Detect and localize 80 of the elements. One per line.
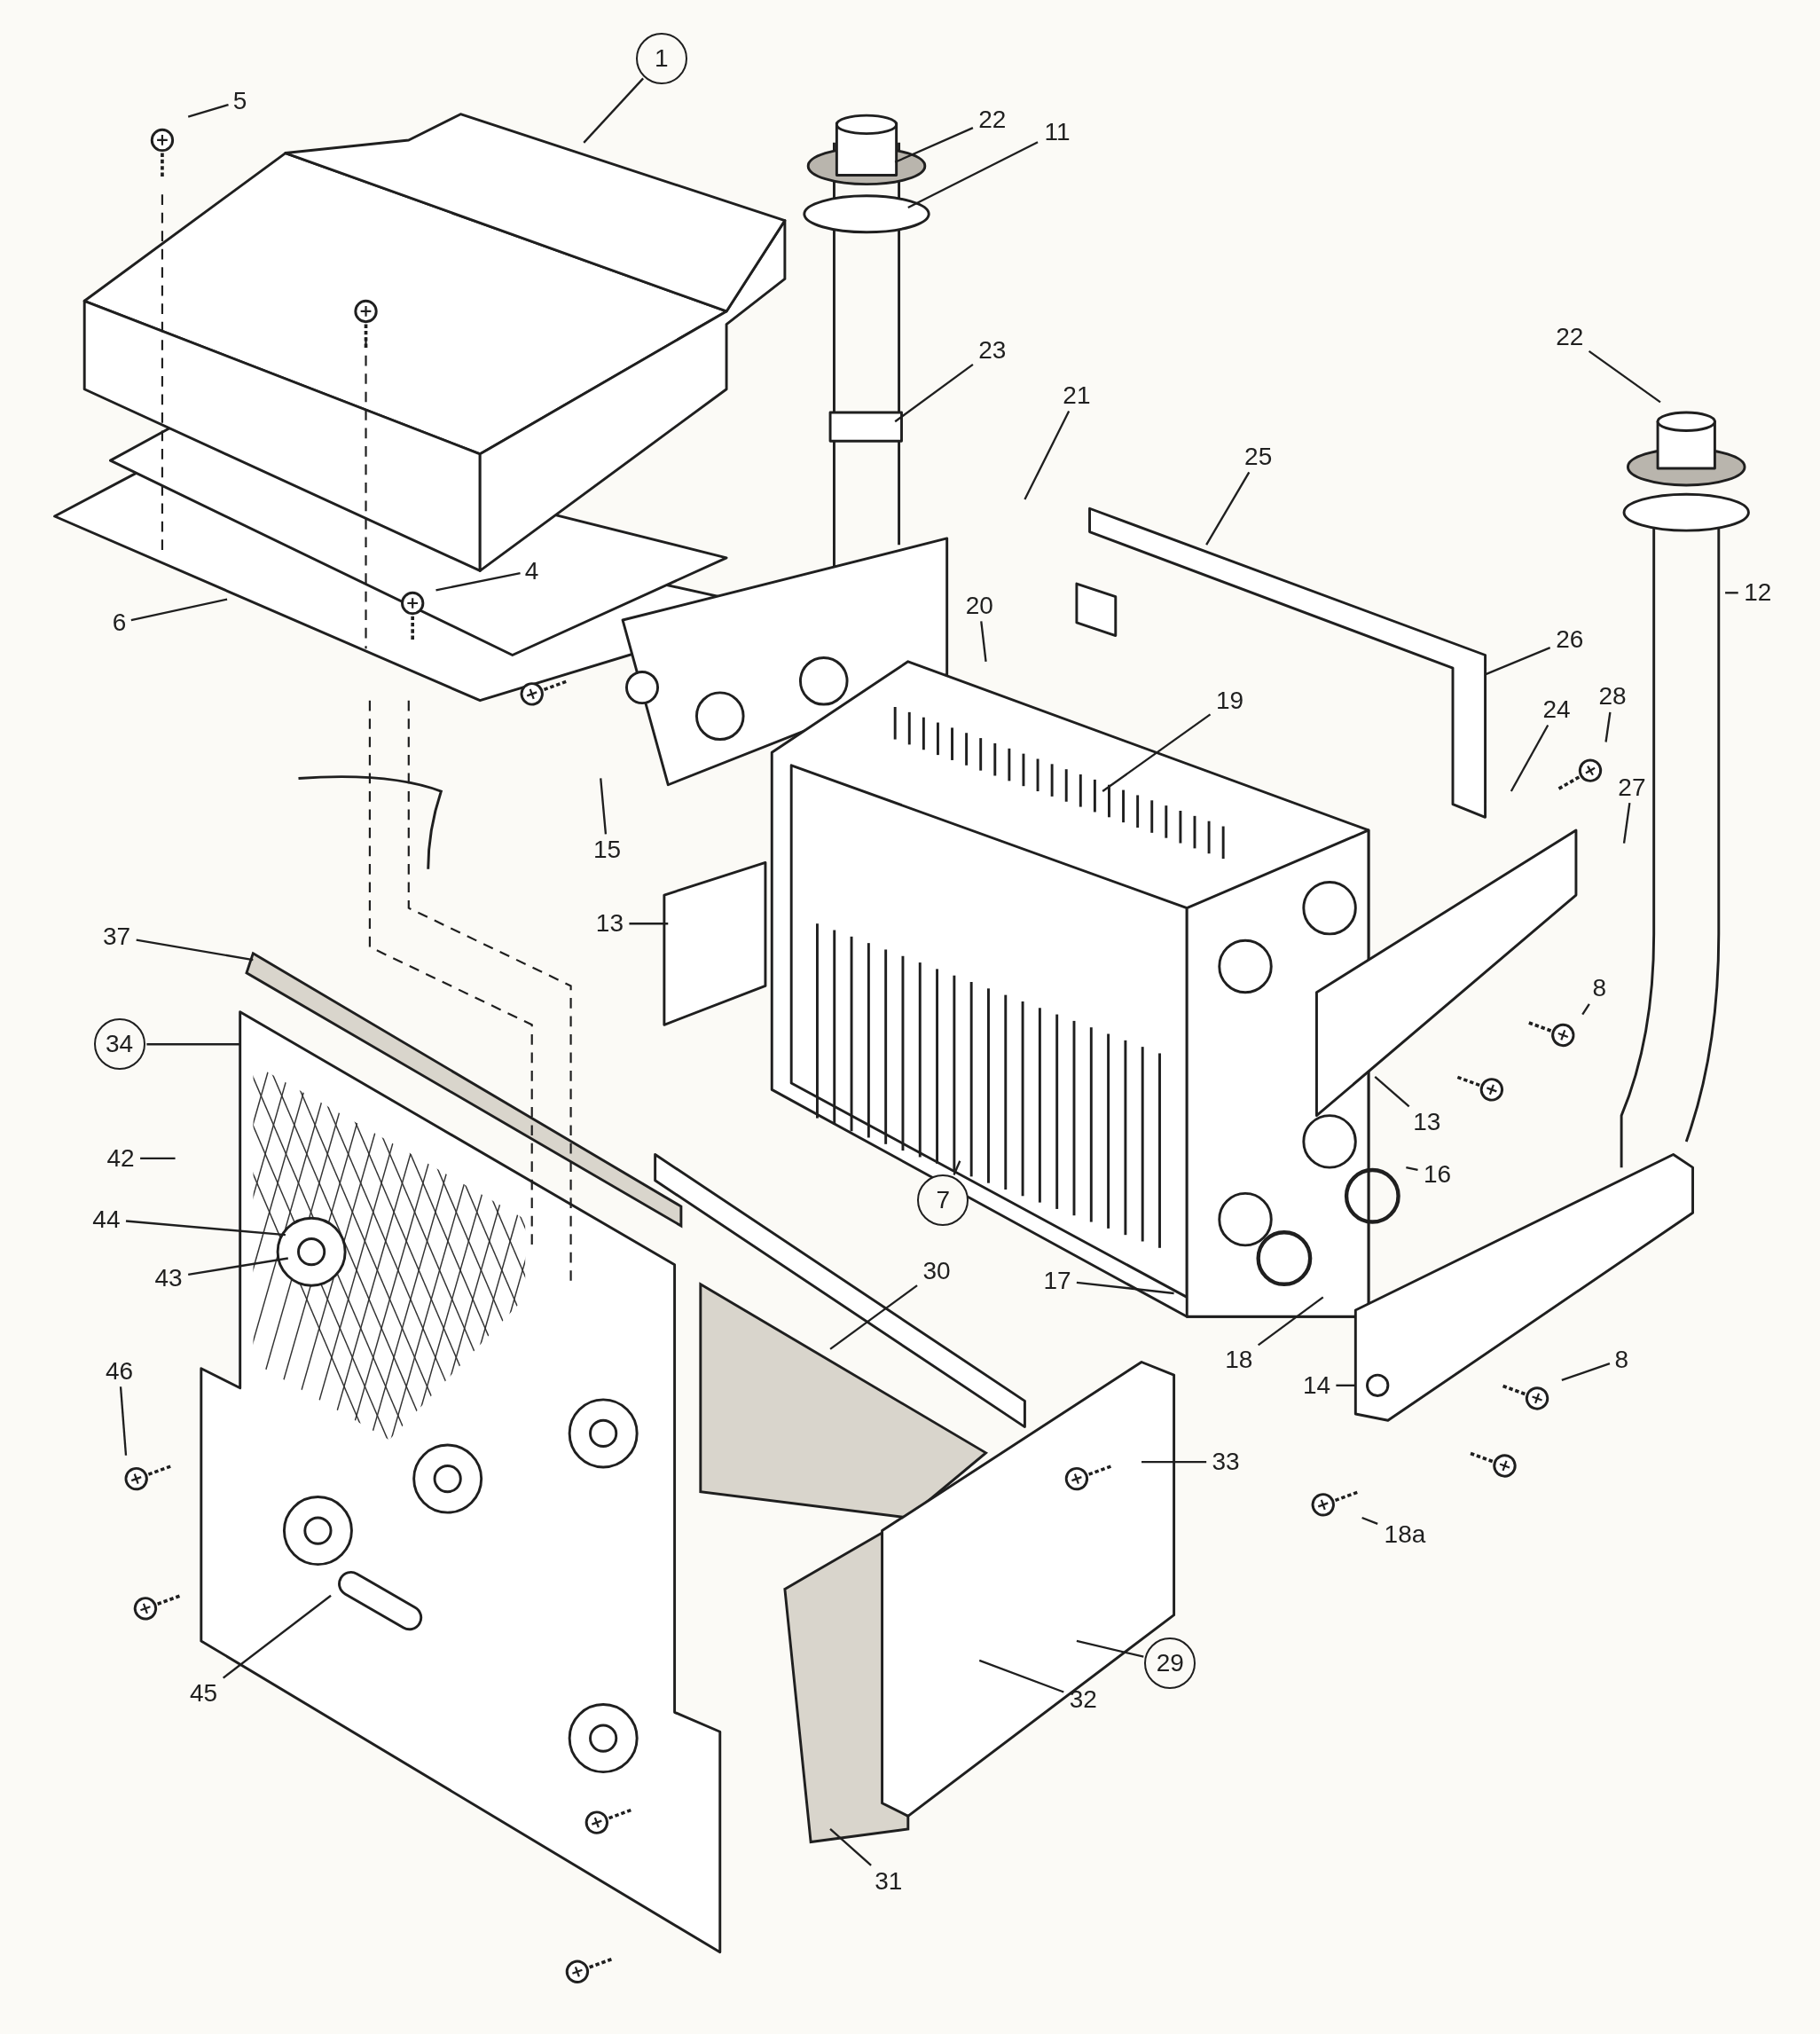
callout-number: 46 [105,1358,134,1384]
callout-number: 45 [190,1680,218,1706]
callout-number: 4 [524,558,539,584]
leader-line [1361,1516,1378,1525]
leader-line [136,938,254,962]
leader-line [1510,724,1549,792]
leader-line [1076,1281,1174,1295]
leader-line [1588,349,1661,404]
leader-line [894,127,974,163]
leader-line [140,1157,176,1160]
callout-number: 23 [978,337,1007,363]
callout-number: 14 [1302,1373,1331,1399]
leader-line [1622,803,1631,844]
callout-number: 28 [1598,684,1627,710]
leader-line [1561,1363,1611,1382]
leader-line [629,923,669,925]
leader-line [222,1594,332,1679]
callout-number: 13 [1413,1110,1441,1135]
callout-number: 17 [1043,1268,1071,1293]
callout-number: 22 [978,106,1007,132]
leader-line [829,1828,872,1866]
leader-line [953,1160,961,1175]
callout-number: 24 [1542,697,1571,723]
leader-line [125,1220,286,1237]
leader-line [894,364,974,423]
callout-number: 18a [1384,1522,1426,1548]
leader-line [1725,592,1738,594]
leader-line [1336,1384,1356,1386]
leader-line [1102,713,1212,792]
leader-line [1485,647,1551,676]
callout-number: 6 [112,610,127,636]
callout-number: 31 [875,1868,903,1894]
leader-line [583,77,644,144]
callout-number: 20 [965,593,993,618]
callout-number: 34 [93,1018,145,1071]
leader-line [1406,1166,1418,1172]
leader-line [907,141,1039,209]
leader-line [187,103,229,118]
callout-number: 42 [106,1146,135,1172]
callout-number: 13 [595,911,624,937]
callout-number: 5 [232,89,247,114]
leader-line [119,1386,128,1456]
leader-line [1205,471,1251,546]
leader-line [1604,711,1612,742]
leader-line [1257,1296,1324,1347]
callout-number: 27 [1618,774,1646,800]
callout-number: 8 [1592,976,1607,1001]
leader-line [978,1659,1064,1693]
leader-line [980,621,987,662]
callout-number: 25 [1244,444,1273,469]
leader-line [1076,1639,1144,1658]
callout-number: 7 [917,1174,969,1226]
leader-line [1581,1003,1590,1016]
callout-number: 30 [922,1259,951,1284]
callout-number: 44 [92,1206,121,1232]
callout-number: 32 [1069,1686,1097,1712]
callout-number: 18 [1225,1347,1253,1372]
leader-line [1141,1460,1207,1464]
callout-number: 22 [1556,325,1584,350]
leader-line [600,778,608,835]
callout-number: 12 [1744,580,1772,606]
callout-number: 11 [1044,120,1071,145]
callout-number: 33 [1212,1449,1240,1475]
leader-line [130,598,228,622]
callout-number: 16 [1423,1161,1452,1187]
leader-line [1024,411,1071,500]
callout-number: 19 [1215,687,1244,713]
leader-line [435,571,521,592]
callout-number: 1 [635,32,687,84]
callout-number: 21 [1063,383,1091,409]
callout-number: 8 [1614,1347,1628,1372]
leader-line [829,1284,918,1350]
leader-line [1374,1075,1410,1108]
callout-number: 43 [154,1265,183,1291]
callout-number: 15 [592,837,622,862]
leader-line [188,1257,288,1276]
leader-line [146,1043,240,1046]
callout-number: 29 [1144,1637,1196,1689]
callout-number: 26 [1556,627,1584,653]
callout-number: 37 [103,923,131,949]
